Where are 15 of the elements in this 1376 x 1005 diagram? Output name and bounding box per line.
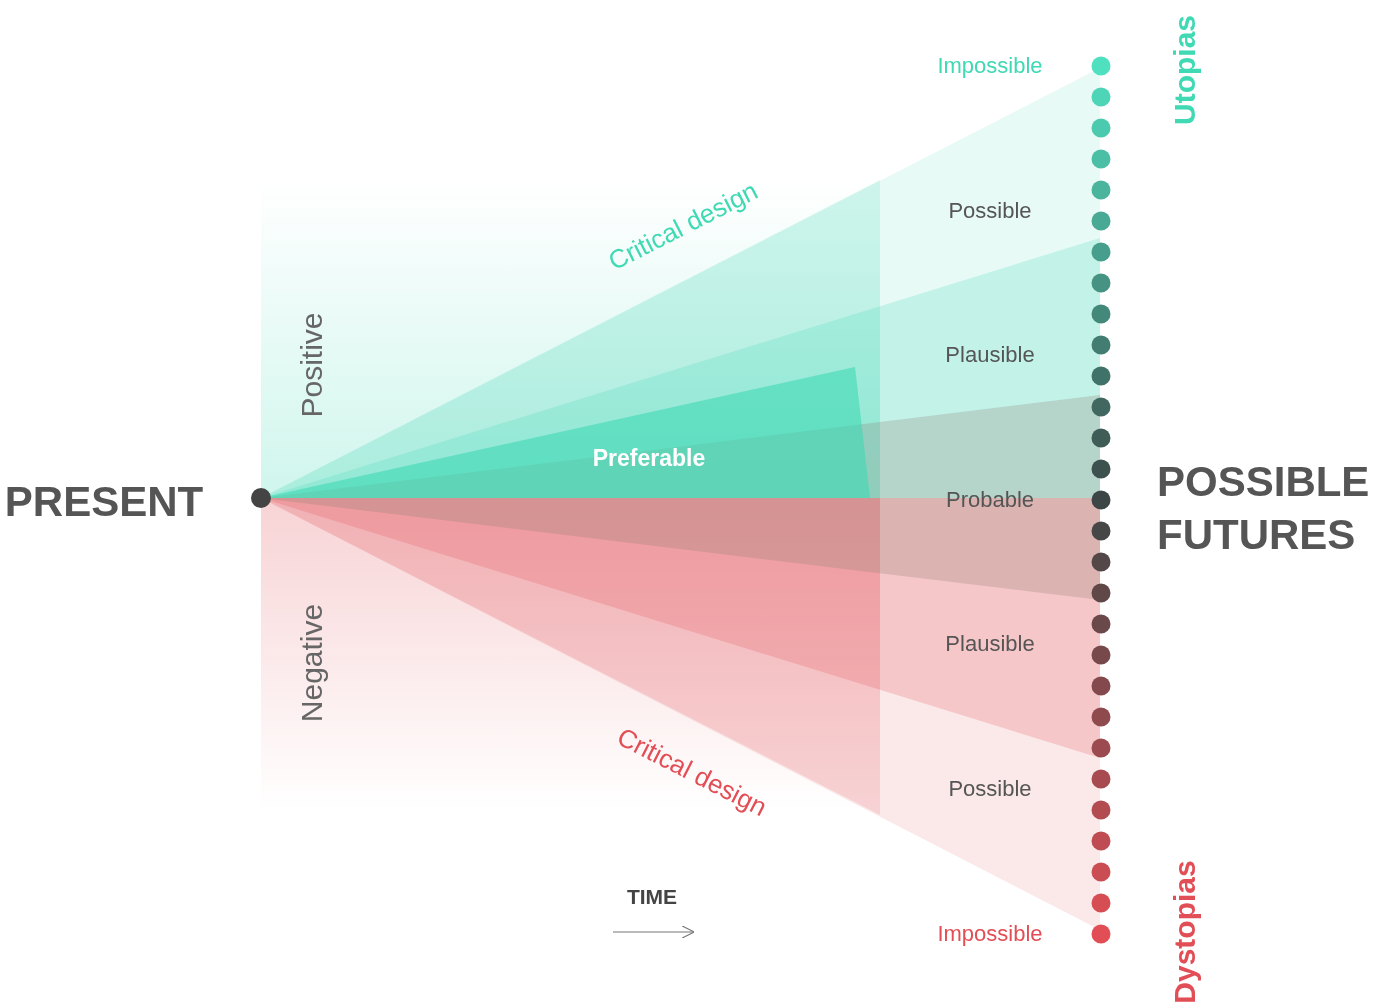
label-text: Probable (945, 486, 1035, 514)
label-text: Possible (948, 775, 1032, 803)
label-text: Plausible (945, 630, 1035, 658)
label-text: Possible (948, 197, 1032, 225)
label-text: Dystopias (1167, 860, 1203, 1004)
label-text: Negative (294, 603, 330, 723)
label-text: Plausible (945, 341, 1035, 369)
label-text: Impossible (937, 52, 1043, 80)
label-text: Utopias (1167, 15, 1203, 125)
label-text: PRESENT (4, 476, 204, 527)
label-text: Impossible (937, 920, 1043, 948)
label-text: POSSIBLE FUTURES (1157, 456, 1367, 559)
label-text: Positive (294, 312, 330, 418)
label-text: Preferable (592, 443, 706, 473)
label-text: TIME (626, 883, 678, 910)
